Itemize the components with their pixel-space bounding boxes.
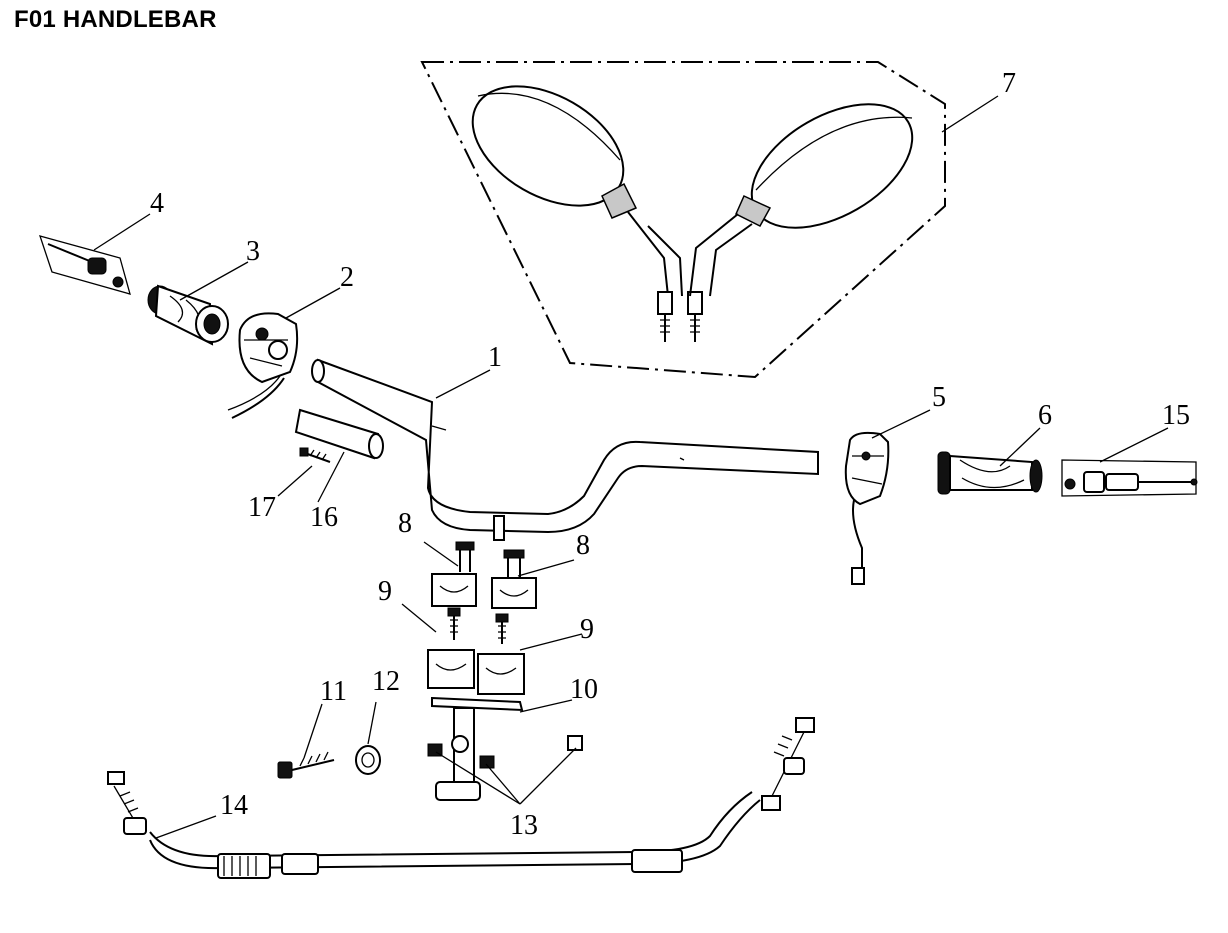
handlebar [311,358,819,541]
callout-8a: 8 [398,508,412,539]
callout-12: 12 [372,666,400,697]
callout-6: 6 [1038,400,1052,431]
handlebar-clamp-assembly [401,541,583,801]
left-grip [147,261,249,346]
callout-13: 13 [510,810,538,841]
callout-2: 2 [340,262,354,293]
callout-8b: 8 [576,530,590,561]
nuts-13 [427,735,583,805]
screw-17 [277,447,331,497]
callout-16: 16 [310,502,338,533]
callout-4: 4 [150,188,164,219]
right-switch-housing [844,409,931,585]
callout-14: 14 [220,790,248,821]
callout-1: 1 [488,342,502,373]
callout-3: 3 [246,236,260,267]
nut-12 [355,701,381,775]
throttle-cable-14 [107,717,815,879]
right-grip [937,427,1043,495]
right-bar-end [1061,427,1198,497]
left-switch-housing [227,287,341,419]
callout-15: 15 [1162,400,1190,431]
diagram-title: F01 HANDLEBAR [14,6,217,33]
callout-5: 5 [932,382,946,413]
callout-9a: 9 [378,576,392,607]
left-bar-end [38,213,151,295]
callout-17: 17 [248,492,276,523]
mirror-set-group [420,61,999,379]
callout-9b: 9 [580,614,594,645]
throttle-tube [294,408,384,503]
callout-7: 7 [1002,68,1016,99]
right-mirror [689,103,914,297]
callout-11: 11 [320,676,347,707]
callout-10: 10 [570,674,598,705]
bolt-11 [277,703,335,779]
mirror-set-boundary [420,61,946,379]
left-mirror [471,85,703,342]
